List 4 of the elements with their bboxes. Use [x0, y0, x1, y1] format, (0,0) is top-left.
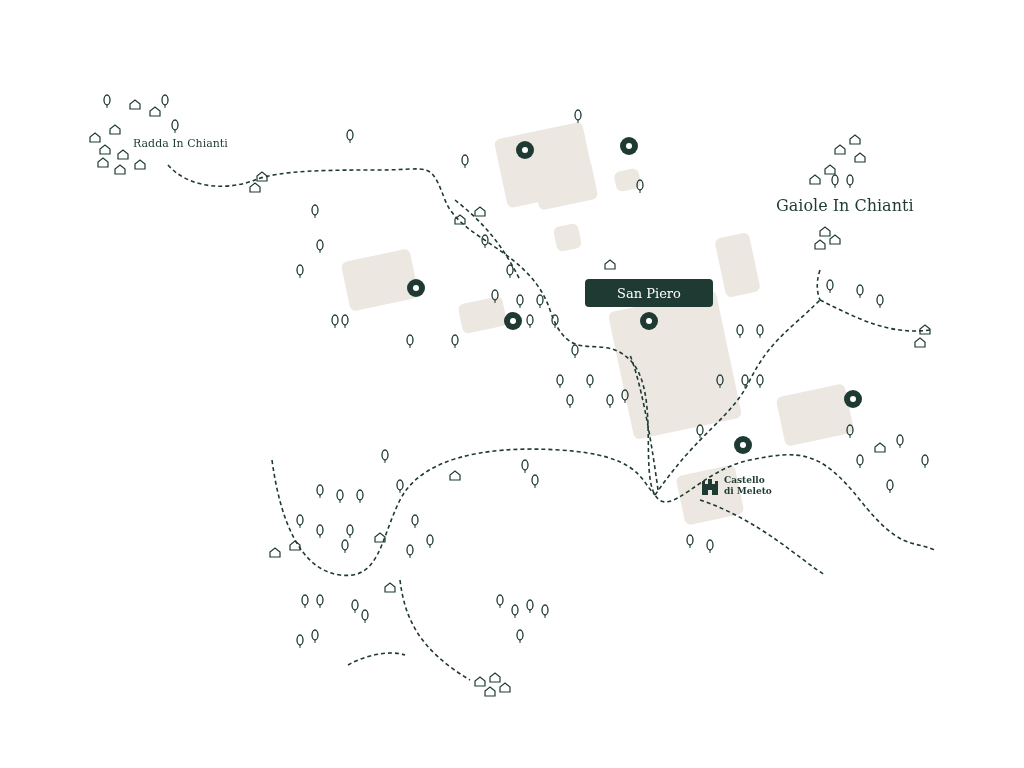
place-label: Radda In Chianti	[133, 137, 228, 150]
place-label: Castello di Meleto	[724, 475, 773, 497]
place-label: Gaiole In Chianti	[776, 196, 914, 215]
place-name-box: San Piero	[585, 279, 713, 307]
